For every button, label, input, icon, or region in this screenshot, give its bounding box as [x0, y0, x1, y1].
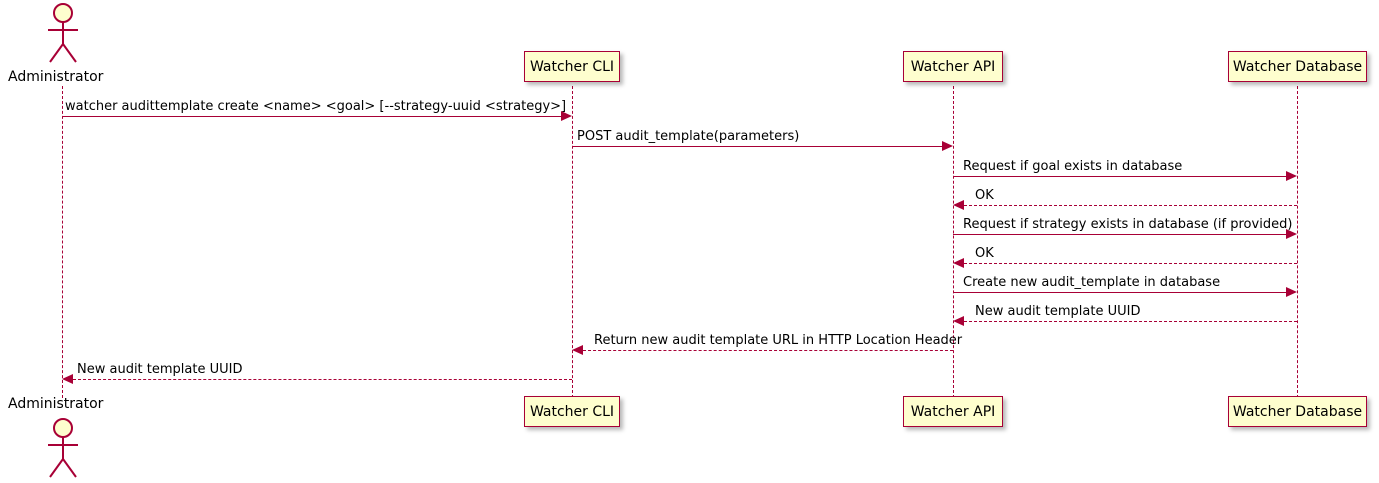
- actor-label-administrator-top: Administrator: [8, 69, 104, 85]
- message-arrowhead-8: [572, 345, 583, 355]
- message-label-9: New audit template UUID: [77, 362, 243, 377]
- actor-administrator-bottom-icon: [48, 418, 78, 478]
- message-line-2: [953, 176, 1286, 177]
- actor-administrator-top-icon: [48, 3, 78, 63]
- participant-watcher-cli-top[interactable]: Watcher CLI: [524, 51, 620, 82]
- message-arrowhead-6: [1286, 287, 1297, 297]
- message-arrowhead-1: [942, 141, 953, 151]
- lifeline-watcher-database: [1297, 86, 1298, 398]
- message-label-6: Create new audit_template in database: [963, 275, 1221, 290]
- message-label-0: watcher audittemplate create <name> <goa…: [65, 99, 567, 114]
- message-label-8: Return new audit template URL in HTTP Lo…: [594, 333, 963, 348]
- message-line-3: [964, 205, 1297, 206]
- message-arrowhead-0: [561, 111, 572, 121]
- message-label-4: Request if strategy exists in database (…: [963, 217, 1293, 232]
- message-label-3: OK: [975, 188, 994, 203]
- lifeline-administrator: [62, 86, 63, 398]
- message-line-5: [964, 263, 1297, 264]
- message-label-1: POST audit_template(parameters): [577, 129, 800, 144]
- message-arrowhead-3: [953, 200, 964, 210]
- message-line-9: [73, 379, 572, 380]
- actor-label-administrator-bottom: Administrator: [8, 396, 104, 412]
- message-arrowhead-7: [953, 316, 964, 326]
- message-label-5: OK: [975, 246, 994, 261]
- message-line-0: [62, 116, 561, 117]
- message-line-7: [964, 321, 1297, 322]
- message-line-6: [953, 292, 1286, 293]
- message-arrowhead-4: [1286, 229, 1297, 239]
- participant-watcher-api-bottom[interactable]: Watcher API: [903, 396, 1003, 427]
- message-label-2: Request if goal exists in database: [963, 159, 1183, 174]
- participant-watcher-cli-bottom[interactable]: Watcher CLI: [524, 396, 620, 427]
- participant-watcher-api-top[interactable]: Watcher API: [903, 51, 1003, 82]
- lifeline-watcher-cli: [572, 86, 573, 398]
- message-line-8: [583, 350, 953, 351]
- message-arrowhead-9: [62, 374, 73, 384]
- message-arrowhead-5: [953, 258, 964, 268]
- message-line-4: [953, 234, 1286, 235]
- lifeline-watcher-api: [953, 86, 954, 398]
- message-arrowhead-2: [1286, 171, 1297, 181]
- participant-watcher-database-bottom[interactable]: Watcher Database: [1228, 396, 1367, 427]
- message-line-1: [572, 146, 942, 147]
- message-label-7: New audit template UUID: [975, 304, 1141, 319]
- participant-watcher-database-top[interactable]: Watcher Database: [1228, 51, 1367, 82]
